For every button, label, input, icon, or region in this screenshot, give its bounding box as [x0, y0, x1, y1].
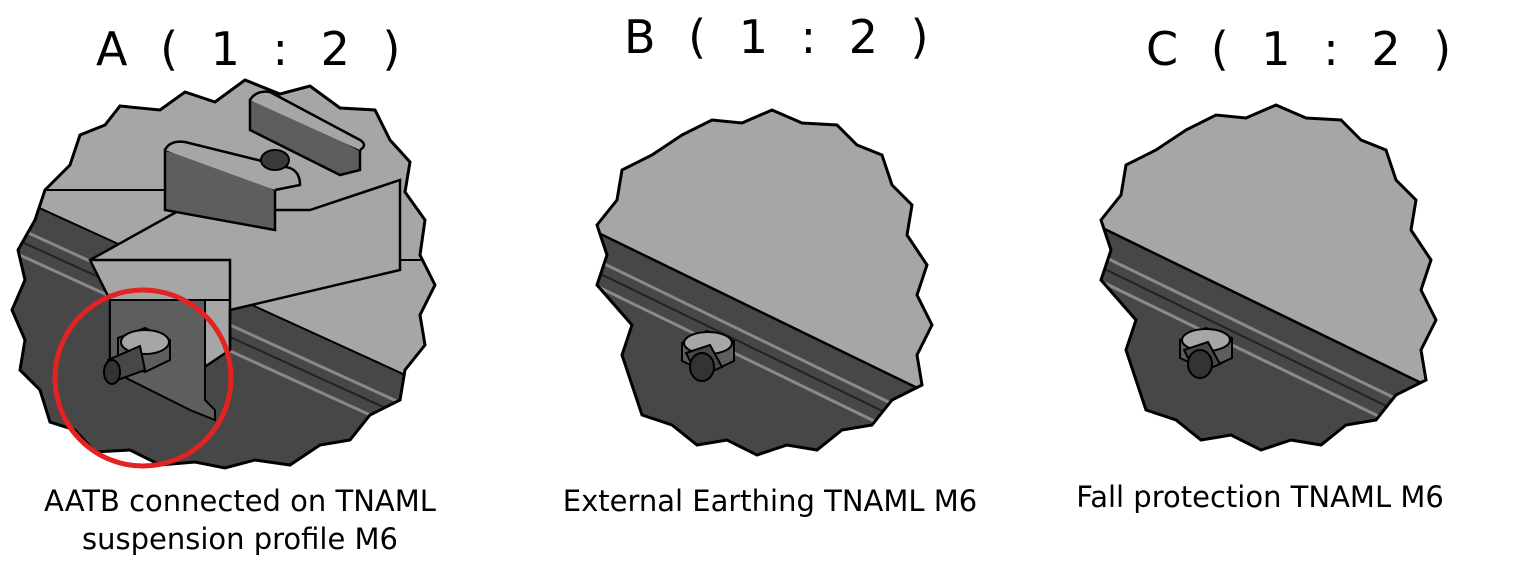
- panel-a-caption-line2: suspension profile M6: [81, 522, 399, 556]
- panel-a-caption: AATB connected on TNAML suspension profi…: [18, 482, 462, 558]
- profile-groove: [1101, 246, 1436, 425]
- panel-c-caption: Fall protection TNAML M6: [1030, 478, 1490, 516]
- detail-outline: [595, 108, 934, 457]
- m6-fall-protection-bolt: [1179, 326, 1233, 379]
- detail-outline: [1099, 103, 1438, 452]
- panel-b-caption-line1: External Earthing TNAML M6: [562, 484, 978, 518]
- panel-c-title: C ( 1 : 2 ): [1146, 22, 1461, 76]
- panel-c-caption-line1: Fall protection TNAML M6: [1076, 480, 1444, 514]
- panel-a-clip-group: [12, 80, 435, 468]
- m6-earthing-bolt: [681, 329, 735, 382]
- detail-outline: [10, 78, 437, 470]
- panel-c-detail-view: [1099, 103, 1438, 452]
- tnaml-profile: [597, 225, 932, 455]
- panel-a-caption-line1: AATB connected on TNAML: [44, 484, 436, 518]
- mounting-hole: [260, 149, 290, 171]
- panel-b-title: B ( 1 : 2 ): [624, 10, 938, 64]
- panel-a-detail-view: [10, 78, 437, 470]
- highlight-circle: [52, 287, 234, 469]
- tnaml-profile: [1101, 220, 1436, 450]
- panel-b-clip-group: [597, 110, 932, 455]
- panel-c-clip-group: [1101, 105, 1436, 450]
- profile-groove: [597, 251, 932, 430]
- panel-a-title: A ( 1 : 2 ): [96, 22, 410, 76]
- panel-b-detail-view: [595, 108, 934, 457]
- m6-bolt: [103, 326, 171, 385]
- panel-b-caption: External Earthing TNAML M6: [540, 482, 1000, 520]
